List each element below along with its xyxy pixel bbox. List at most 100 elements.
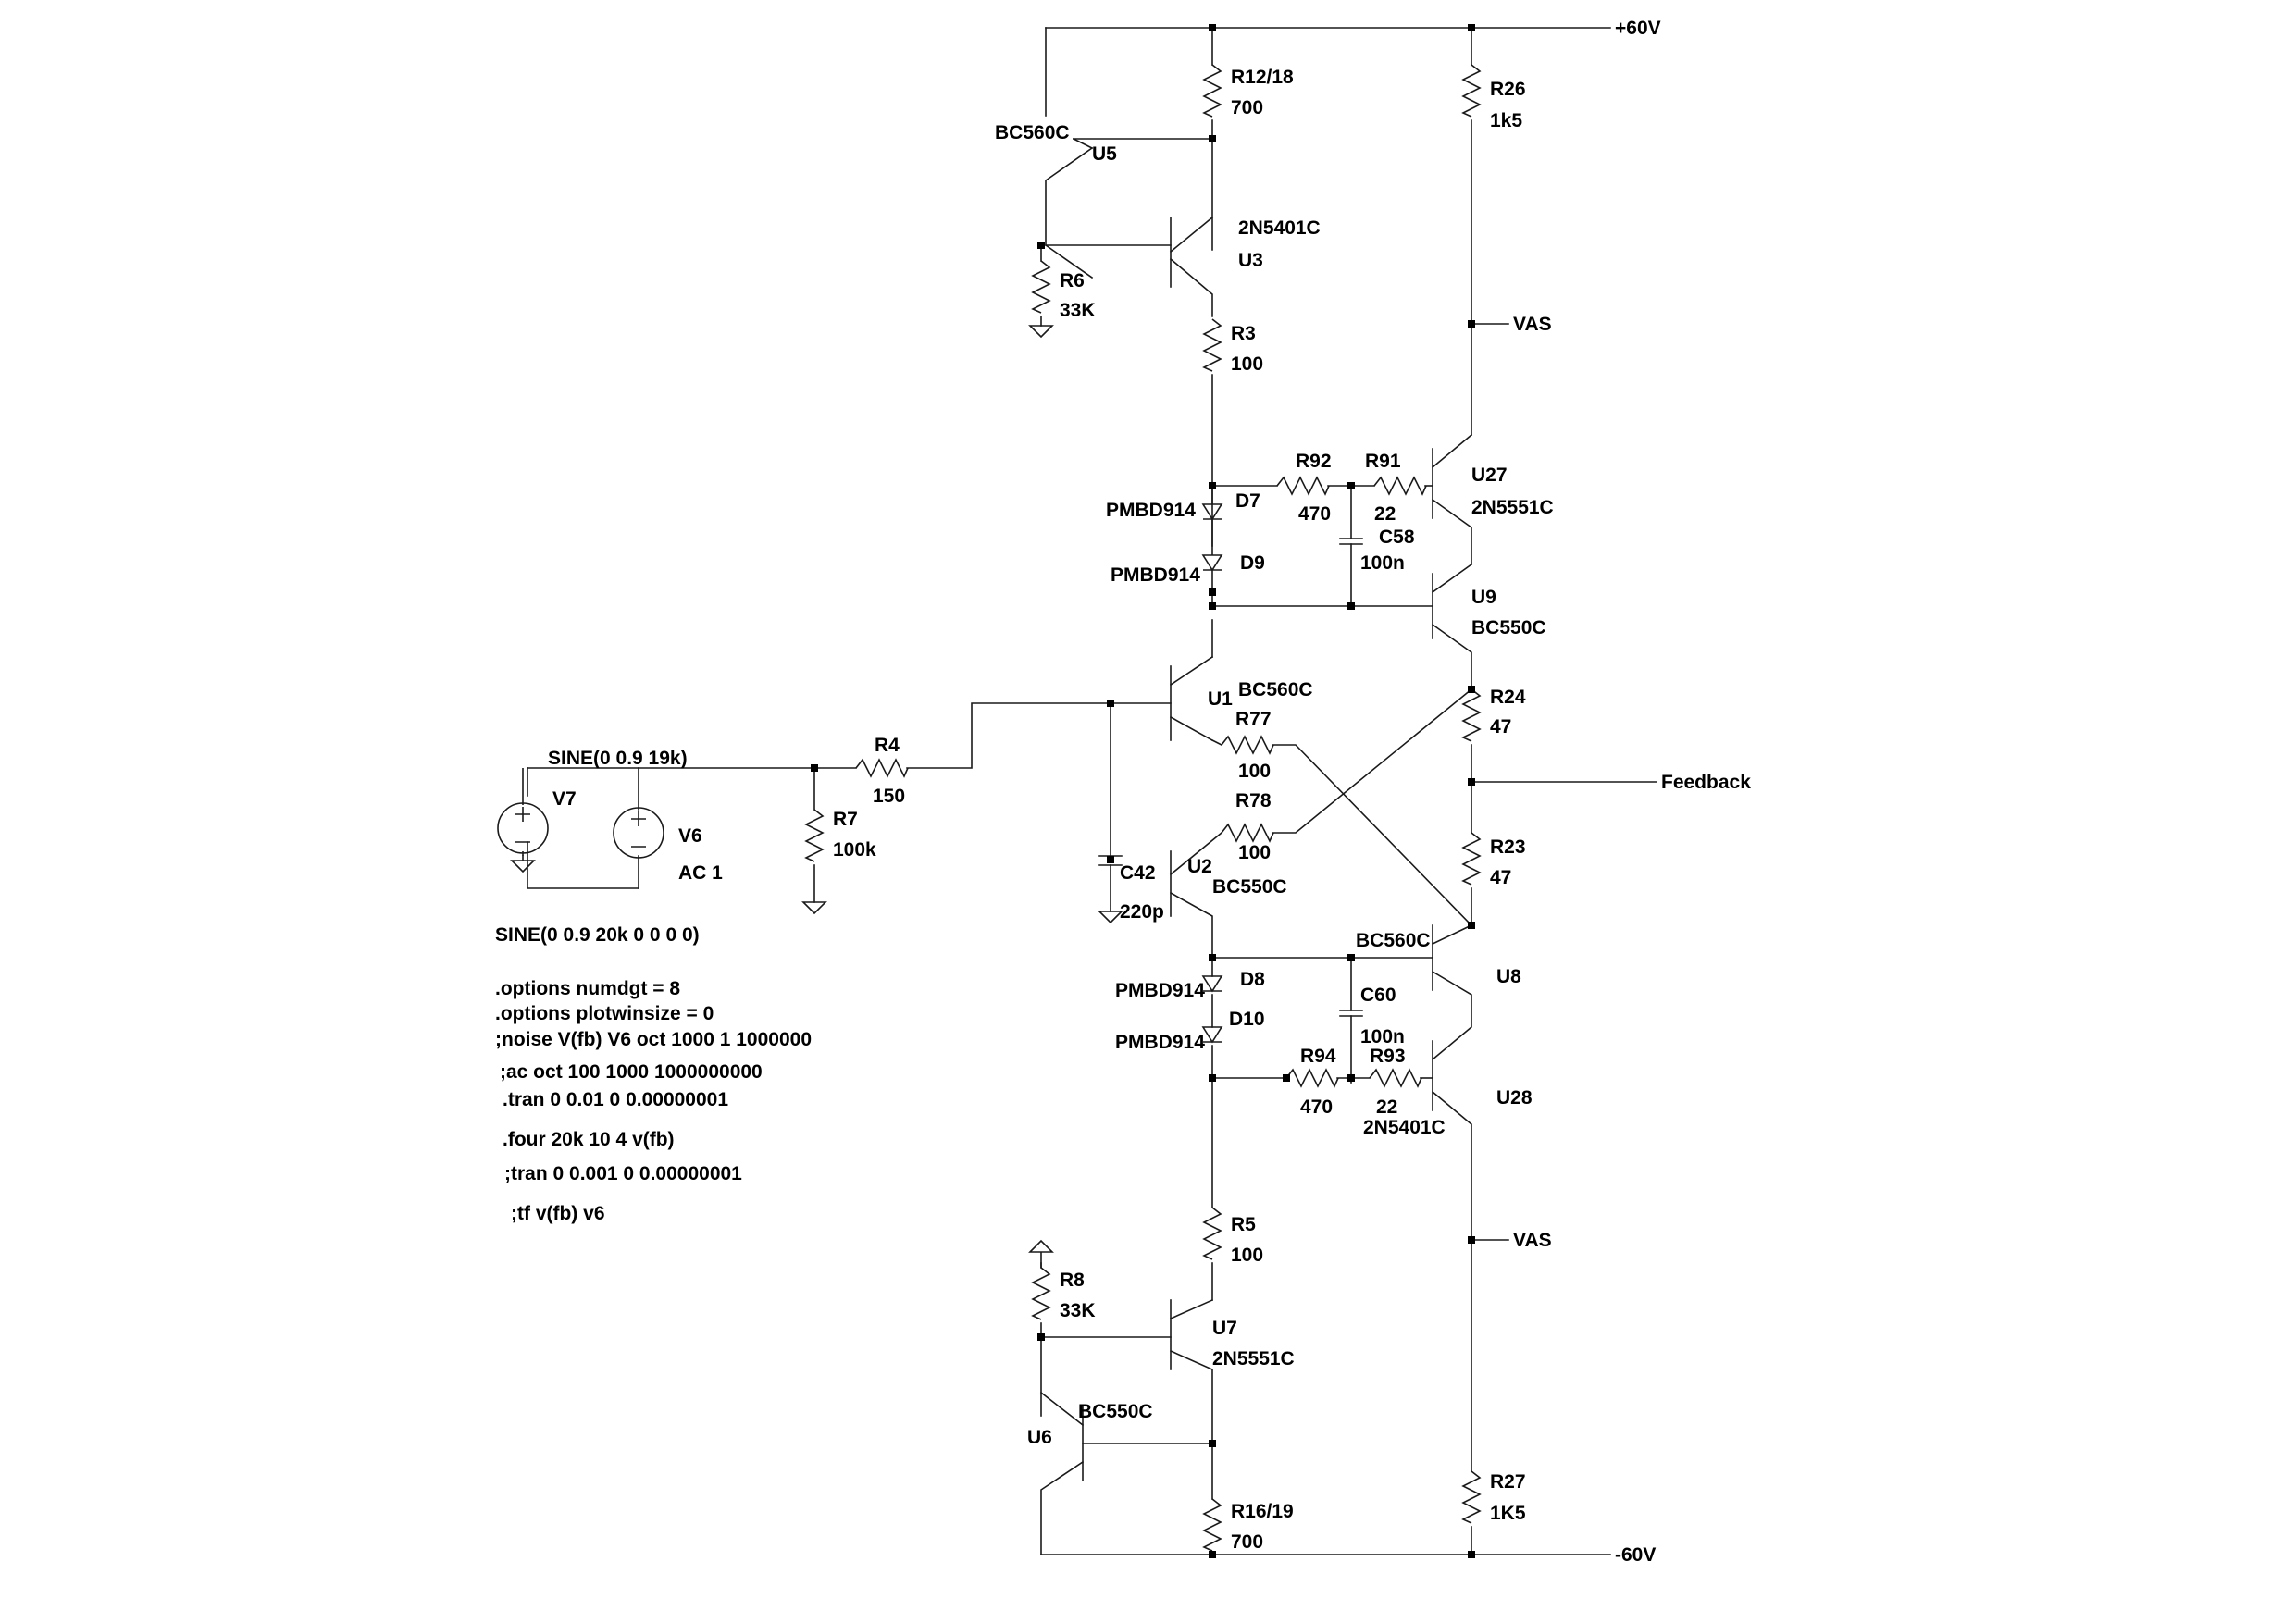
r23-ref: R23 <box>1490 836 1526 858</box>
r3-val: 100 <box>1231 353 1263 375</box>
u2-ref: U2 <box>1187 856 1212 877</box>
r5-ref: R5 <box>1231 1214 1256 1235</box>
u5-ref: U5 <box>1092 143 1117 165</box>
r94-val: 470 <box>1300 1096 1333 1118</box>
r4-ref: R4 <box>875 735 900 756</box>
r92-val: 470 <box>1298 503 1331 525</box>
r4-val: 150 <box>873 786 905 807</box>
feedback-label: Feedback <box>1661 772 1751 793</box>
v6-spec2: SINE(0 0.9 20k 0 0 0 0) <box>495 924 700 946</box>
capacitor-symbols <box>1098 538 1363 1017</box>
u28-ref: U28 <box>1496 1087 1533 1109</box>
r7-val: 100k <box>833 839 876 861</box>
capacitor-labels: C58 100n C42 220p C60 100n <box>1120 527 1415 1047</box>
d8-ref: D8 <box>1240 969 1265 990</box>
u1-model: BC560C <box>1238 679 1313 700</box>
directive-3: ;noise V(fb) V6 oct 1000 1 1000000 <box>495 1029 812 1050</box>
junction-dots <box>811 24 1475 1558</box>
r5-val: 100 <box>1231 1245 1263 1266</box>
transistor-labels: BC560C U5 2N5401C U3 U27 2N5551C U9 BC55… <box>995 122 1554 1448</box>
c60-val: 100n <box>1360 1026 1405 1047</box>
r93-val: 22 <box>1376 1096 1397 1118</box>
v6-spec: AC 1 <box>678 862 723 884</box>
v7-ref: V7 <box>552 788 577 810</box>
r26-val: 1k5 <box>1490 110 1522 131</box>
u27-model: 2N5551C <box>1471 497 1554 518</box>
u3-ref: U3 <box>1238 250 1263 271</box>
vas-label-bottom: VAS <box>1513 1230 1552 1251</box>
r93-ref: R93 <box>1370 1046 1406 1067</box>
vas-label-top: VAS <box>1513 314 1552 335</box>
c58-ref: C58 <box>1379 527 1415 548</box>
r16-val: 700 <box>1231 1531 1263 1553</box>
r6-ref: R6 <box>1060 270 1085 291</box>
r23-val: 47 <box>1490 867 1511 888</box>
r27-val: 1K5 <box>1490 1503 1526 1524</box>
r78-ref: R78 <box>1235 790 1272 812</box>
source-labels: SINE(0 0.9 19k) V7 V6 AC 1 SINE(0 0.9 20… <box>495 748 723 946</box>
u7-model: 2N5551C <box>1212 1348 1295 1369</box>
voltage-sources <box>497 802 664 859</box>
u3-model: 2N5401C <box>1238 217 1321 239</box>
r12-ref: R12/18 <box>1231 67 1294 88</box>
diode-labels: PMBD914 D7 PMBD914 D9 PMBD914 D8 PMBD914… <box>1106 490 1265 1053</box>
u8-ref: U8 <box>1496 966 1521 987</box>
transistor-bases <box>1072 137 1094 150</box>
ground-symbols <box>511 325 1123 1268</box>
u7-ref: U7 <box>1212 1318 1237 1339</box>
spice-directives: .options numdgt = 8 .options plotwinsize… <box>495 978 812 1224</box>
r77-ref: R77 <box>1235 709 1272 730</box>
c58-val: 100n <box>1360 552 1405 574</box>
u1-ref: U1 <box>1208 688 1233 710</box>
d7-ref: D7 <box>1235 490 1260 512</box>
r24-ref: R24 <box>1490 687 1526 708</box>
d7-model: PMBD914 <box>1106 500 1196 521</box>
r27-ref: R27 <box>1490 1471 1526 1493</box>
u6-ref: U6 <box>1027 1427 1052 1448</box>
u6-model: BC550C <box>1078 1401 1153 1422</box>
directive-1: .options numdgt = 8 <box>495 978 680 999</box>
d10-model: PMBD914 <box>1115 1032 1205 1053</box>
r26-ref: R26 <box>1490 79 1526 100</box>
resistor-labels: R12/18 700 R26 1k5 R6 33K R3 100 R92 470… <box>833 67 1526 1553</box>
r94-ref: R94 <box>1300 1046 1336 1067</box>
directive-5: .tran 0 0.01 0 0.00000001 <box>503 1089 728 1110</box>
d8-model: PMBD914 <box>1115 980 1205 1001</box>
v7-spec: SINE(0 0.9 19k) <box>548 748 688 769</box>
u2-model: BC550C <box>1212 876 1287 898</box>
directive-6: .four 20k 10 4 v(fb) <box>503 1129 675 1150</box>
r91-ref: R91 <box>1365 451 1401 472</box>
u8-model: BC560C <box>1356 930 1431 951</box>
r8-ref: R8 <box>1060 1270 1085 1291</box>
r8-val: 33K <box>1060 1300 1096 1321</box>
r7-ref: R7 <box>833 809 858 830</box>
u5-model: BC560C <box>995 122 1070 143</box>
u27-ref: U27 <box>1471 465 1508 486</box>
r77-val: 100 <box>1238 761 1271 782</box>
d9-model: PMBD914 <box>1111 564 1200 586</box>
wires <box>522 27 1657 1555</box>
c60-ref: C60 <box>1360 985 1396 1006</box>
rail-pos-label: +60V <box>1615 18 1661 39</box>
d10-ref: D10 <box>1229 1009 1265 1030</box>
resistor-symbols <box>805 64 1481 1552</box>
r12-val: 700 <box>1231 97 1263 118</box>
c42-val: 220p <box>1120 901 1164 923</box>
c42-ref: C42 <box>1120 862 1156 884</box>
v6-ref: V6 <box>678 825 702 847</box>
r92-ref: R92 <box>1296 451 1332 472</box>
u28-model: 2N5401C <box>1363 1117 1446 1138</box>
d9-ref: D9 <box>1240 552 1265 574</box>
r3-ref: R3 <box>1231 323 1256 344</box>
net-labels: +60V -60V VAS VAS Feedback <box>1513 18 1751 1566</box>
r78-val: 100 <box>1238 842 1271 863</box>
directive-8: ;tf v(fb) v6 <box>511 1203 605 1224</box>
u9-ref: U9 <box>1471 587 1496 608</box>
r91-val: 22 <box>1374 503 1396 525</box>
r24-val: 47 <box>1490 716 1511 737</box>
rail-neg-label: -60V <box>1615 1544 1656 1566</box>
directive-7: ;tran 0 0.001 0 0.00000001 <box>504 1163 742 1184</box>
r16-ref: R16/19 <box>1231 1501 1294 1522</box>
directive-2: .options plotwinsize = 0 <box>495 1003 714 1024</box>
